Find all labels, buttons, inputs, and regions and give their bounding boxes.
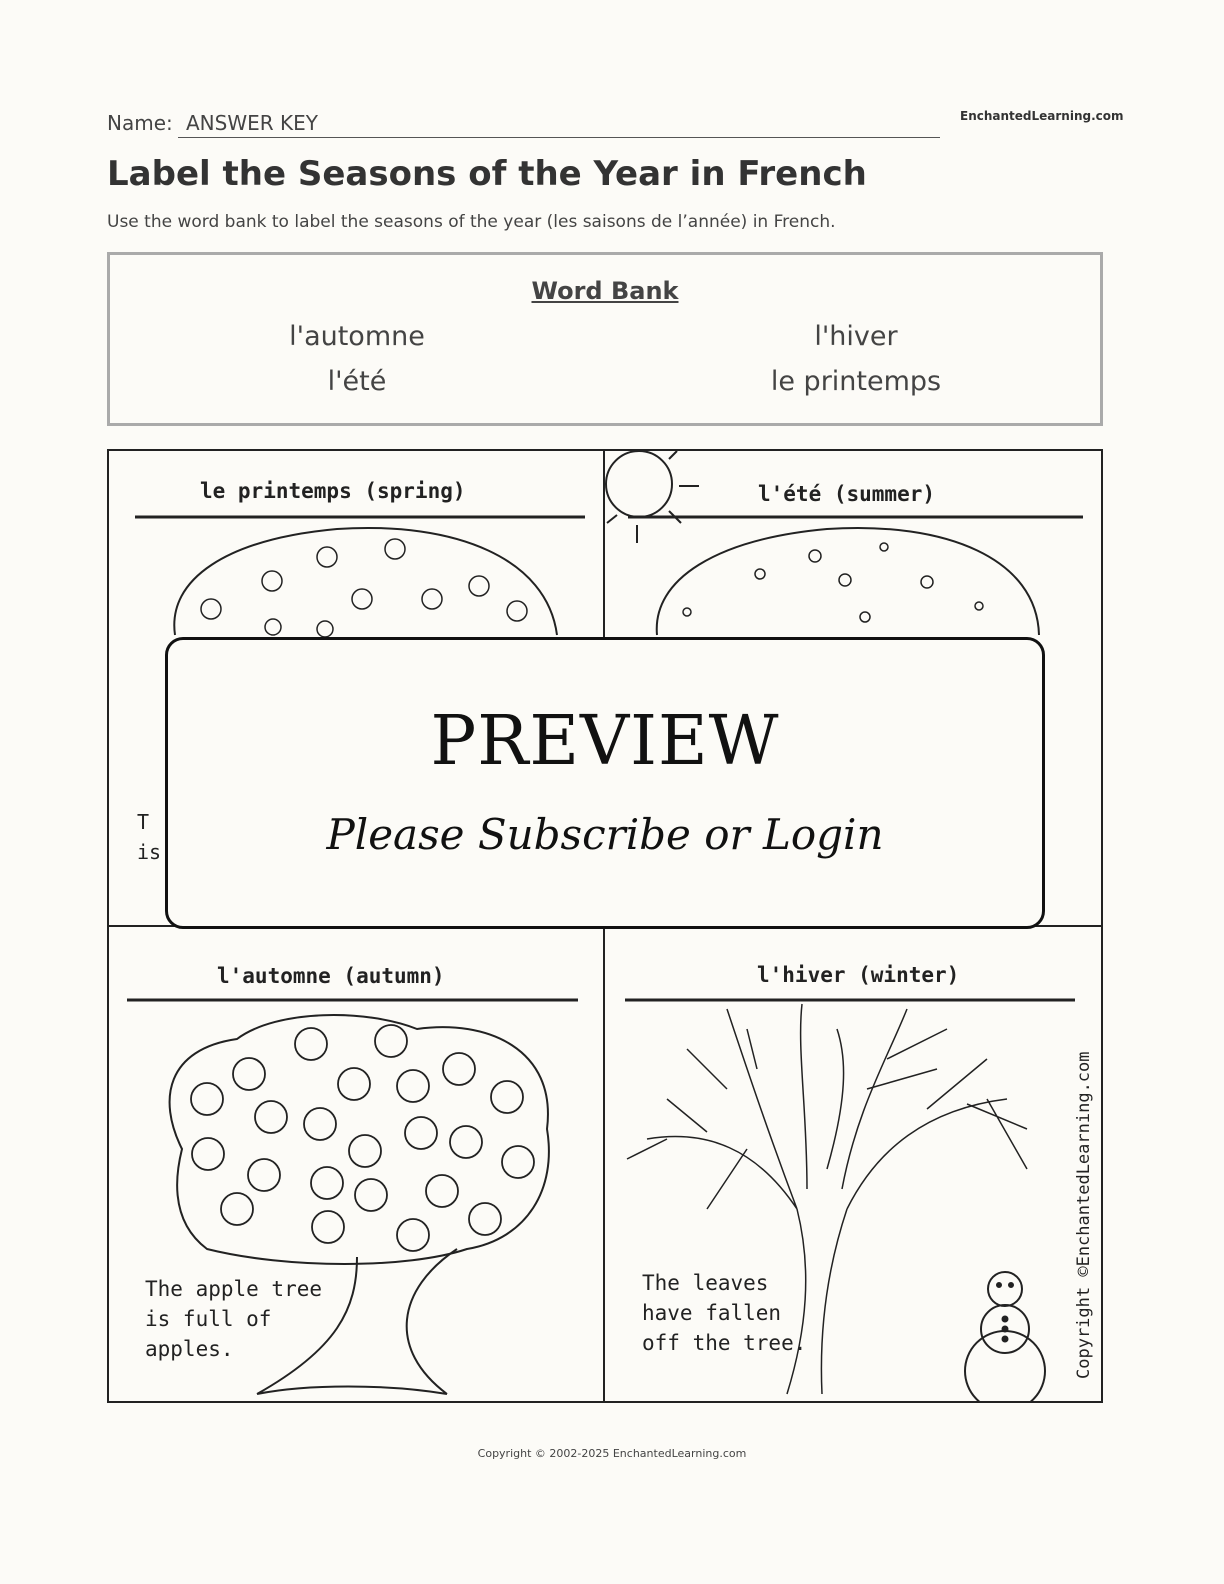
apple-icons xyxy=(190,1024,535,1252)
panel-label-autumn: l'automne (autumn) xyxy=(217,964,445,988)
sun-icon xyxy=(605,450,673,518)
fruit-icons xyxy=(682,542,984,623)
subscribe-login-prompt[interactable]: Please Subscribe or Login xyxy=(326,810,884,859)
preview-overlay[interactable]: PREVIEW Please Subscribe or Login xyxy=(165,637,1045,929)
instructions: Use the word bank to label the seasons o… xyxy=(107,212,836,232)
footer-copyright: Copyright © 2002-2025 EnchantedLearning.… xyxy=(477,1447,747,1460)
name-label: Name: xyxy=(107,111,173,135)
word-bank-word: le printemps xyxy=(770,366,942,397)
summer-tree-icon xyxy=(655,527,1040,636)
word-bank-word: l'automne xyxy=(289,321,425,352)
bare-tree-icon xyxy=(626,1003,1028,1395)
word-bank-title: Word Bank xyxy=(531,277,679,305)
flower-icons xyxy=(200,538,528,638)
autumn-caption: The apple tree xyxy=(145,1277,322,1301)
picture-copyright: Copyright ©EnchantedLearning.com xyxy=(1074,1051,1094,1379)
seasons-picture: le printemps (spring) T is l'été (summer… xyxy=(107,449,1103,1403)
blossom-tree-icon xyxy=(173,527,558,636)
winter-panel: l'hiver (winter) The leaves have fallen … xyxy=(625,963,1094,1403)
summer-panel: l'été (summer) xyxy=(605,450,1083,636)
spring-panel: le printemps (spring) T is xyxy=(135,479,585,864)
snowman-icon xyxy=(964,1271,1046,1403)
panel-label-summer: l'été (summer) xyxy=(758,482,935,506)
name-value: ANSWER KEY xyxy=(186,111,318,135)
panel-label-winter: l'hiver (winter) xyxy=(757,963,959,987)
brand-link[interactable]: EnchantedLearning.com xyxy=(960,109,1124,123)
autumn-panel: l'automne (autumn) The apple tree is ful… xyxy=(127,964,578,1395)
apple-tree-icon xyxy=(168,1014,550,1265)
word-bank-word: l'été xyxy=(327,366,387,397)
winter-caption: off the tree. xyxy=(642,1331,806,1355)
autumn-caption: apples. xyxy=(145,1337,234,1361)
word-bank-word: l'hiver xyxy=(814,321,898,352)
page-title: Label the Seasons of the Year in French xyxy=(107,154,867,194)
preview-title: PREVIEW xyxy=(430,702,780,781)
spring-caption: is xyxy=(137,840,161,864)
autumn-caption: is full of xyxy=(145,1307,271,1331)
name-field[interactable]: ANSWER KEY xyxy=(178,110,940,138)
panel-label-spring: le printemps (spring) xyxy=(200,479,466,503)
spring-caption: T xyxy=(137,810,149,834)
winter-caption: have fallen xyxy=(642,1301,781,1325)
winter-caption: The leaves xyxy=(642,1271,768,1295)
word-bank: Word Bank l'automne l'hiver l'été le pri… xyxy=(107,252,1103,426)
